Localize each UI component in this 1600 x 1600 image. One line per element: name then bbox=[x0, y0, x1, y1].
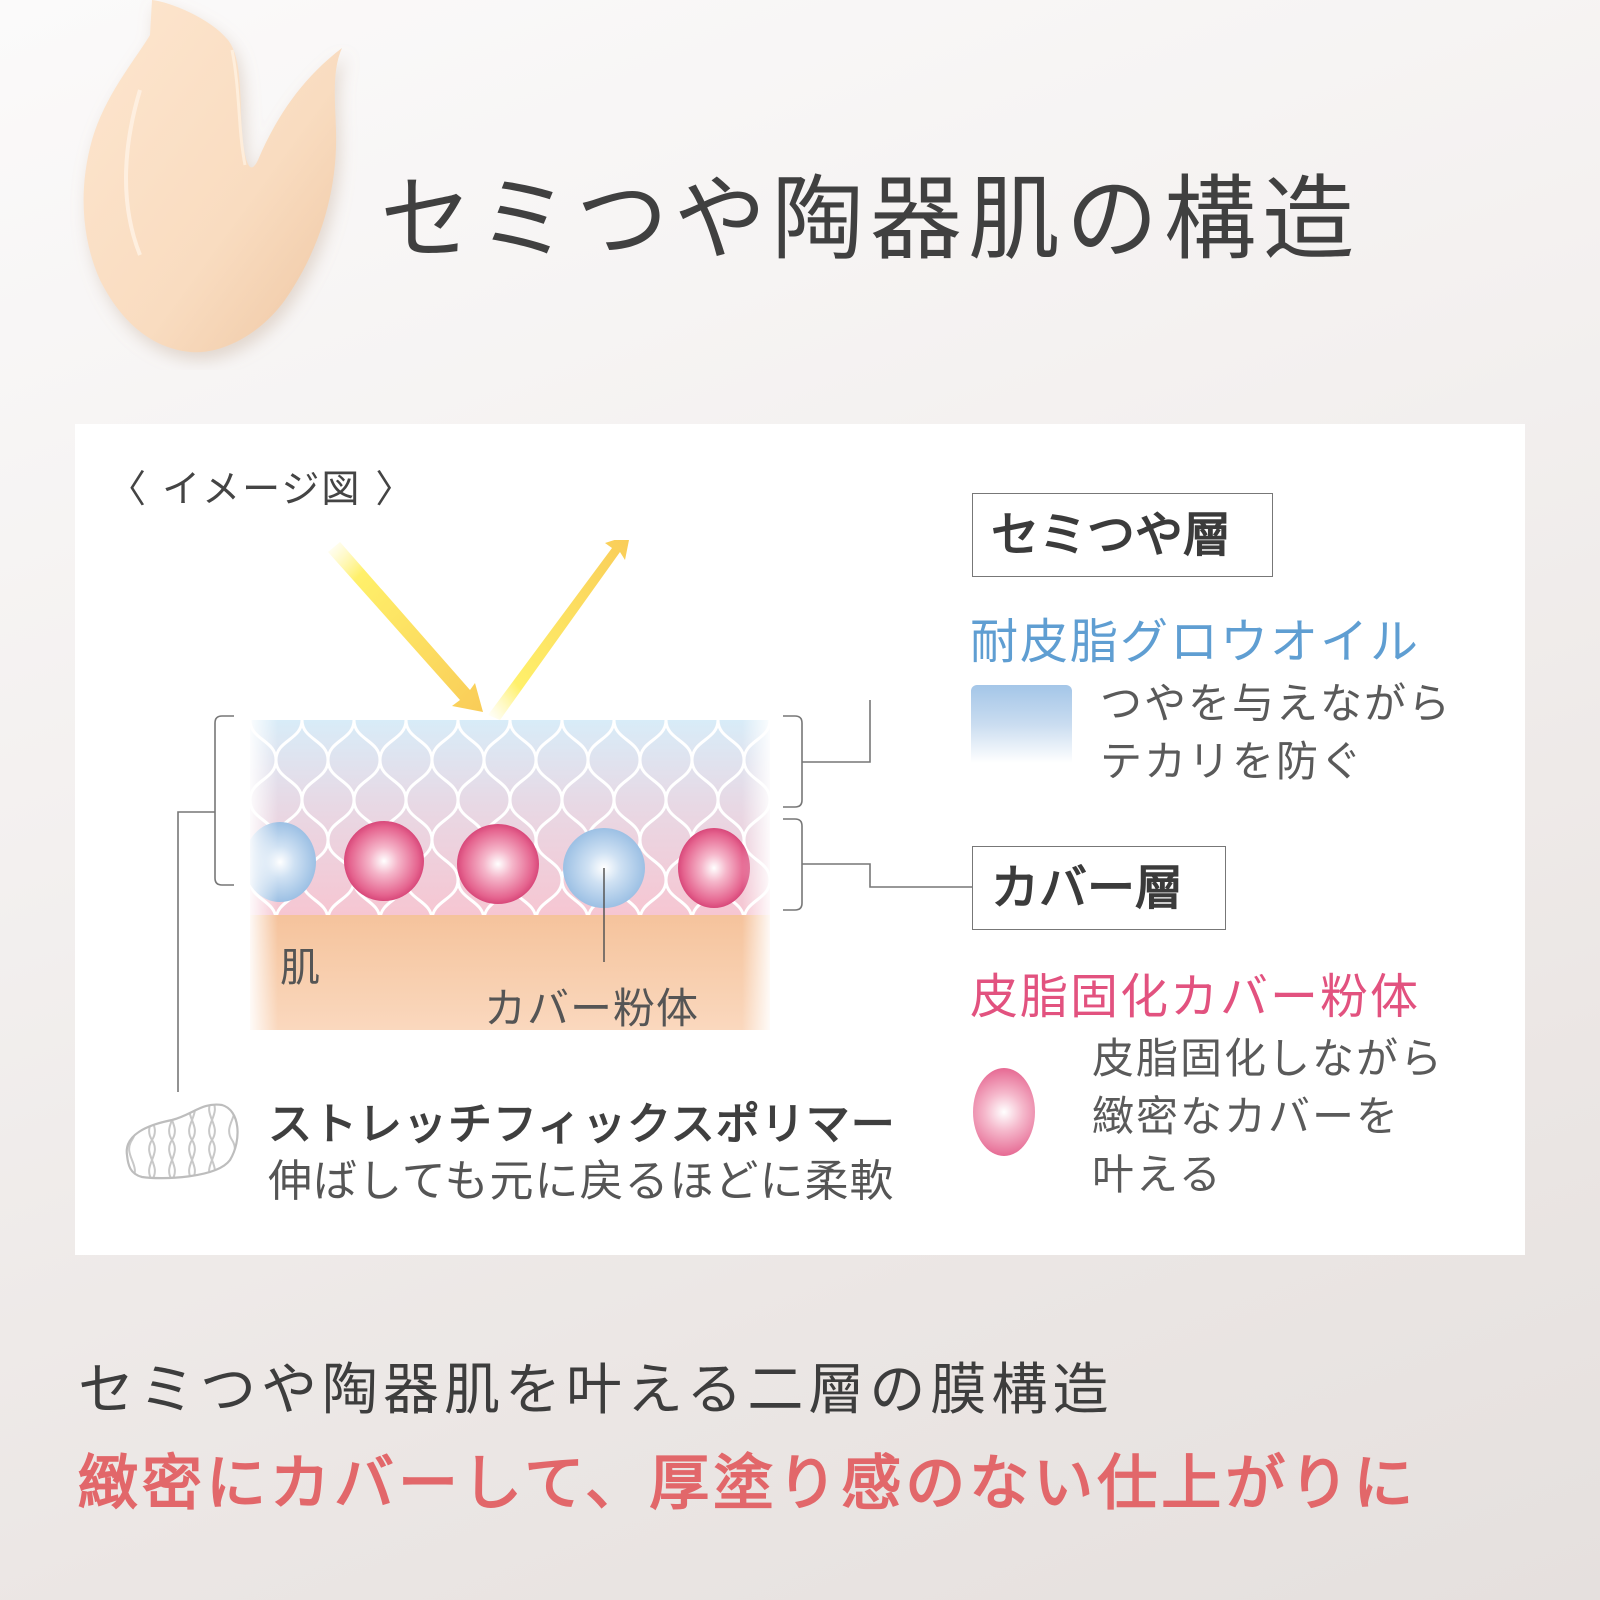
glow-oil-title: 耐皮脂グロウオイル bbox=[970, 614, 1421, 670]
cover-desc-line: 皮脂固化しながら bbox=[1092, 1034, 1445, 1083]
page-title: セミつや陶器肌の構造 bbox=[380, 166, 1361, 273]
cover-layer-tag: カバー層 bbox=[972, 846, 1226, 930]
footer-tagline: 緻密にカバーして、厚塗り感のない仕上がりに bbox=[78, 1449, 1418, 1519]
glow-desc-line: つやを与えながら bbox=[1100, 679, 1453, 728]
footer-headline: セミつや陶器肌を叶える二層の膜構造 bbox=[78, 1358, 1114, 1423]
glow-oil-swatch-icon bbox=[971, 685, 1072, 763]
glow-desc-line: テカリを防ぐ bbox=[1100, 737, 1365, 786]
skin-label: 肌 bbox=[280, 945, 320, 991]
polymer-title: ストレッチフィックスポリマー bbox=[268, 1099, 896, 1150]
cover-powder-title: 皮脂固化カバー粉体 bbox=[970, 969, 1421, 1025]
stretch-polymer-icon bbox=[125, 1103, 239, 1180]
pink-sphere-icon bbox=[973, 1068, 1035, 1156]
cover-powder-label: カバー粉体 bbox=[484, 984, 700, 1033]
semi-glow-layer-tag: セミつや層 bbox=[972, 493, 1273, 577]
cream-swatch-image bbox=[83, 0, 342, 353]
image-label: 〈 イメージ図 〉 bbox=[108, 467, 416, 511]
polymer-description: 伸ばしても元に戻るほどに柔軟 bbox=[268, 1156, 895, 1207]
cover-desc-line: 叶える bbox=[1092, 1150, 1223, 1199]
cover-powder-description: 皮脂固化しながら 緻密なカバーを 叶える bbox=[1092, 1030, 1444, 1204]
connector-brackets bbox=[177, 700, 972, 1092]
glow-oil-description: つやを与えながら テカリを防ぐ bbox=[1100, 675, 1452, 791]
light-arrows-icon bbox=[328, 540, 629, 720]
cover-desc-line: 緻密なカバーを bbox=[1092, 1092, 1401, 1141]
layer-structure-illustration bbox=[250, 720, 770, 1030]
